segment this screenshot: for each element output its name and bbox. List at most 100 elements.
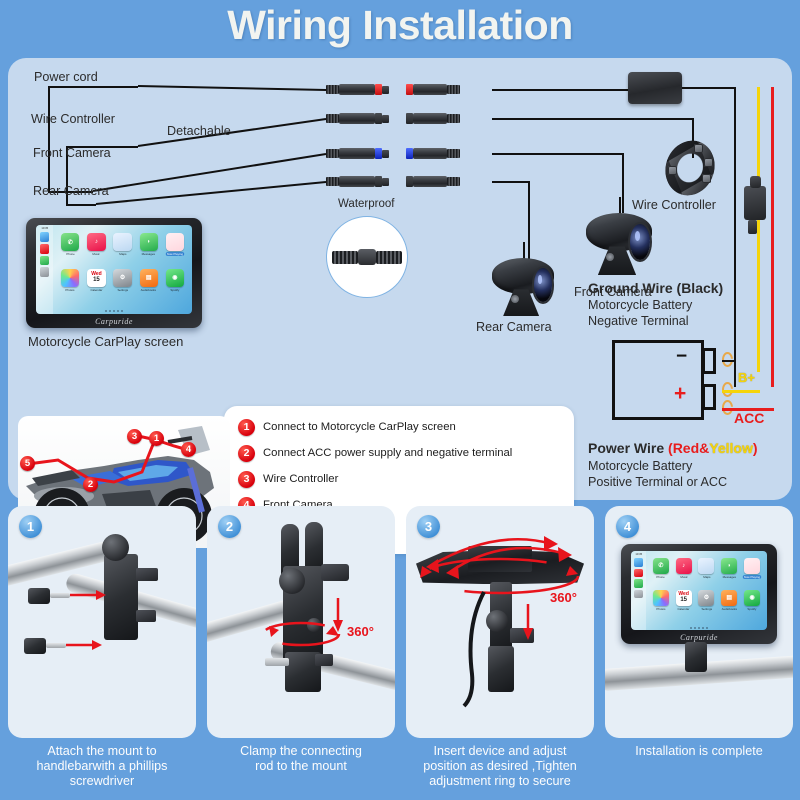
label-rear-camera-connector: Rear Camera	[33, 184, 109, 198]
stem-pivot	[486, 610, 508, 632]
legend-text: Connect to Motorcycle CarPlay screen	[263, 421, 456, 433]
app-photos[interactable]: Photos	[58, 268, 83, 303]
wire-segment	[48, 86, 138, 88]
app-messages[interactable]: ◗Messages	[718, 557, 740, 589]
connector-socket-power-female	[406, 84, 460, 95]
installation-steps: 1 2	[8, 506, 793, 796]
socket-ridges	[447, 177, 460, 186]
wire-segment	[682, 87, 734, 89]
app-music[interactable]: ♪Music	[84, 232, 109, 267]
controller-button[interactable]	[702, 174, 711, 183]
app-spotify[interactable]: ◉Spotify	[162, 268, 187, 303]
maps-icon	[698, 557, 715, 574]
battery-negative-post	[702, 348, 716, 374]
socket-barrel	[413, 113, 447, 124]
app-photos[interactable]: Photos	[650, 589, 672, 621]
app-audiobooks[interactable]: ▤Audiobooks	[718, 589, 740, 621]
legend-badge: 1	[238, 418, 255, 436]
app-music[interactable]: ♪Music	[673, 557, 695, 589]
device-brand-logo: Carpuride	[680, 633, 718, 642]
plug-ring	[375, 148, 382, 159]
wire-segment	[492, 181, 528, 183]
app-label: Phone	[66, 252, 75, 257]
wiring-diagram-panel: Power cord Wire Controller Front Camera …	[8, 58, 792, 554]
battery-negative-sign: −	[676, 346, 688, 367]
app-spotify[interactable]: ◉Spotify	[741, 589, 763, 621]
app-maps[interactable]: Maps	[696, 557, 718, 589]
app-label: Calendar	[90, 288, 103, 292]
app-maps[interactable]: Maps	[110, 232, 135, 267]
step-4-illustration: 10:35 ✆Phone ♪Music Maps ◗Messages Now P…	[605, 506, 793, 738]
step-1-caption: Attach the mount to handlebarwith a phil…	[36, 744, 168, 788]
sidebar-icon-siri[interactable]	[39, 232, 50, 243]
sidebar-icon-phone[interactable]	[634, 579, 643, 588]
controller-button[interactable]	[704, 158, 713, 167]
plug-nose	[382, 149, 389, 158]
step-2-annotation: 360°	[347, 624, 374, 639]
music-icon: ♪	[87, 232, 106, 252]
battery-body	[612, 340, 704, 420]
sidebar-icon-grid[interactable]	[634, 589, 643, 598]
camera-lens	[630, 224, 651, 261]
power-wire-word-yellow: Yellow	[709, 440, 753, 456]
socket-barrel	[413, 176, 447, 187]
moto-marker: 5	[20, 456, 35, 471]
carplay-clock: 10:35	[41, 226, 48, 230]
ground-wire-line1: Motorcycle Battery	[588, 298, 693, 312]
battery-positive-sign: +	[674, 382, 687, 405]
app-messages[interactable]: ◗Messages	[136, 232, 161, 267]
photos-icon	[61, 268, 80, 288]
step-3-annotation: 360°	[550, 590, 577, 605]
step-badge: 1	[19, 515, 42, 538]
wire-segment	[622, 153, 624, 213]
calendar-month: Wed	[678, 591, 689, 598]
sidebar-icon-grid[interactable]	[39, 267, 50, 277]
installed-mount-stem	[685, 642, 707, 672]
wire-ground-black	[734, 87, 736, 387]
mount-bolt-shaft	[46, 643, 66, 648]
app-phone[interactable]: ✆Phone	[58, 232, 83, 267]
mount-bolt	[24, 638, 46, 654]
wire-segment	[492, 118, 692, 120]
power-wire-line2: Positive Terminal or ACC	[588, 475, 728, 489]
socket-ring	[406, 176, 413, 187]
wire-controller-unit	[657, 130, 723, 206]
app-label: Spotify	[170, 288, 180, 292]
power-wire-paren-close: )	[752, 440, 758, 456]
sidebar-icon-siri[interactable]	[634, 558, 643, 567]
socket-ring	[406, 84, 413, 95]
controller-button[interactable]	[668, 166, 677, 175]
controller-button[interactable]	[694, 144, 703, 153]
rod-pivot	[307, 618, 321, 632]
plug-barrel	[339, 176, 375, 187]
wire-segment	[692, 118, 694, 158]
mount-clamp-block	[104, 554, 138, 640]
sidebar-icon-recent[interactable]	[39, 244, 50, 254]
connector-plug-rear-cam-male	[326, 176, 389, 187]
app-label: Music	[92, 252, 101, 257]
app-now-playing[interactable]: Now Playing	[741, 557, 763, 589]
plug-ridges	[326, 85, 339, 94]
app-now-playing[interactable]: Now Playing	[162, 232, 187, 267]
sidebar-icon-recent[interactable]	[634, 568, 643, 578]
app-phone[interactable]: ✆Phone	[650, 557, 672, 589]
power-wire-line1: Motorcycle Battery	[588, 459, 693, 473]
app-audiobooks[interactable]: ▤Audiobooks	[136, 268, 161, 303]
harness-lead-lines	[92, 85, 327, 205]
moto-marker: 2	[83, 477, 98, 492]
app-settings[interactable]: ⚙Settings	[110, 268, 135, 303]
settings-gear-icon: ⚙	[113, 268, 132, 288]
sidebar-icon-phone[interactable]	[39, 255, 50, 266]
mount-knob	[136, 610, 156, 622]
fuse-holder-tail	[748, 220, 757, 234]
power-wire-amp: &	[699, 440, 710, 456]
wire-red-acc	[771, 87, 774, 387]
app-settings[interactable]: ⚙Settings	[696, 589, 718, 621]
power-box-module	[628, 72, 682, 104]
calendar-month: Wed	[91, 271, 102, 278]
wire-segment	[722, 360, 734, 362]
